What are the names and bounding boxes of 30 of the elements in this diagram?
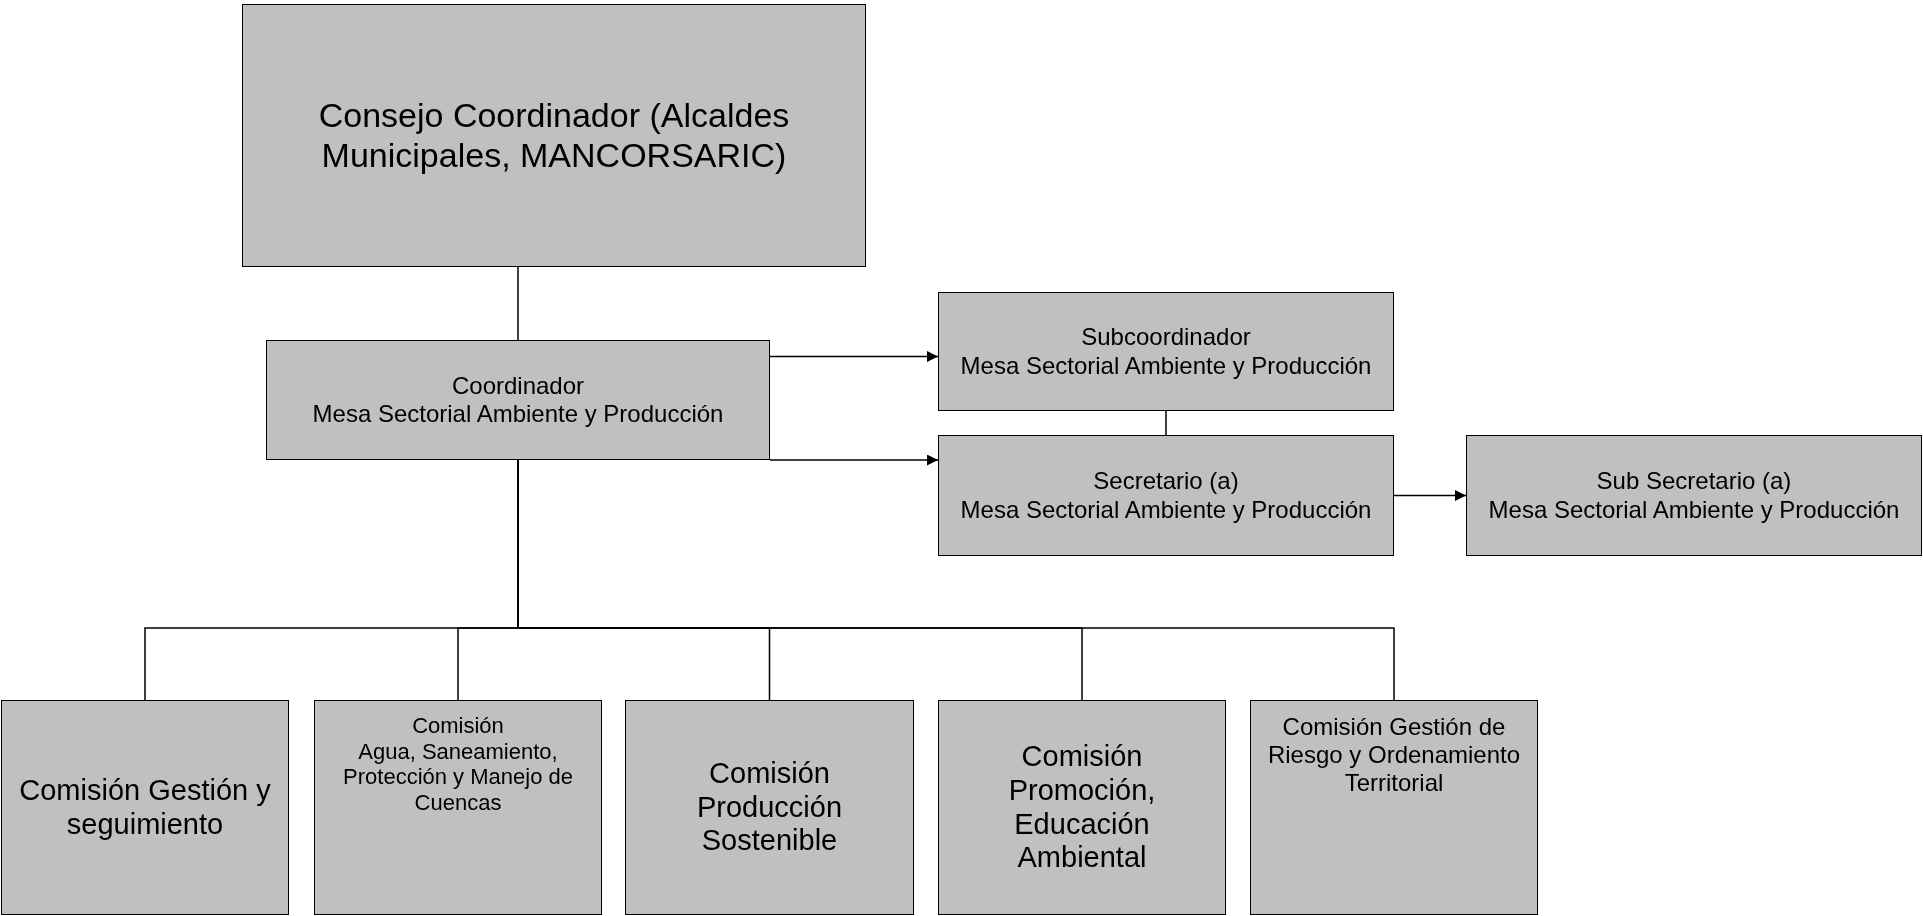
box-text: Mesa Sectorial Ambiente y Producción [312,400,724,429]
box-text: Comisión Producción Sostenible [695,756,844,859]
box-text: Agua, Saneamiento, Protección y Manejo de Cuencas [342,738,574,816]
box-text: Comisión Gestión y seguimiento [18,773,272,842]
org-box [1,700,289,915]
arrow [1393,490,1467,501]
arrow [769,454,939,466]
box-text: Mesa Sectorial Ambiente y Producción [960,351,1372,380]
box-text: Secretario (a) [1093,467,1239,496]
box-text: Subcoordinador [1081,323,1251,352]
org-box [242,4,866,267]
org-box [938,292,1394,411]
box-text: Comisión Promoción, Educación Ambiental [1007,739,1157,876]
arrow [769,351,939,362]
box-text: Comisión [412,713,504,739]
org-box [938,435,1394,556]
box-text: Comisión Gestión de Riesgo y Ordenamiento Territorial [1266,713,1522,798]
org-box [266,340,770,460]
org-box [1250,700,1538,915]
connector-line [1165,410,1167,436]
org-box [314,700,602,915]
org-box [1466,435,1922,556]
box-text: Mesa Sectorial Ambiente y Producción [1488,495,1900,524]
box-text: Consejo Coordinador (Alcaldes Municipales, MANCORSARIC) [317,95,791,176]
connector-line [517,266,519,341]
org-box [625,700,914,915]
box-text: Mesa Sectorial Ambiente y Producción [960,495,1372,524]
box-text: Sub Secretario (a) [1596,467,1792,496]
box-text: Coordinador [451,371,585,400]
org-box [938,700,1226,915]
